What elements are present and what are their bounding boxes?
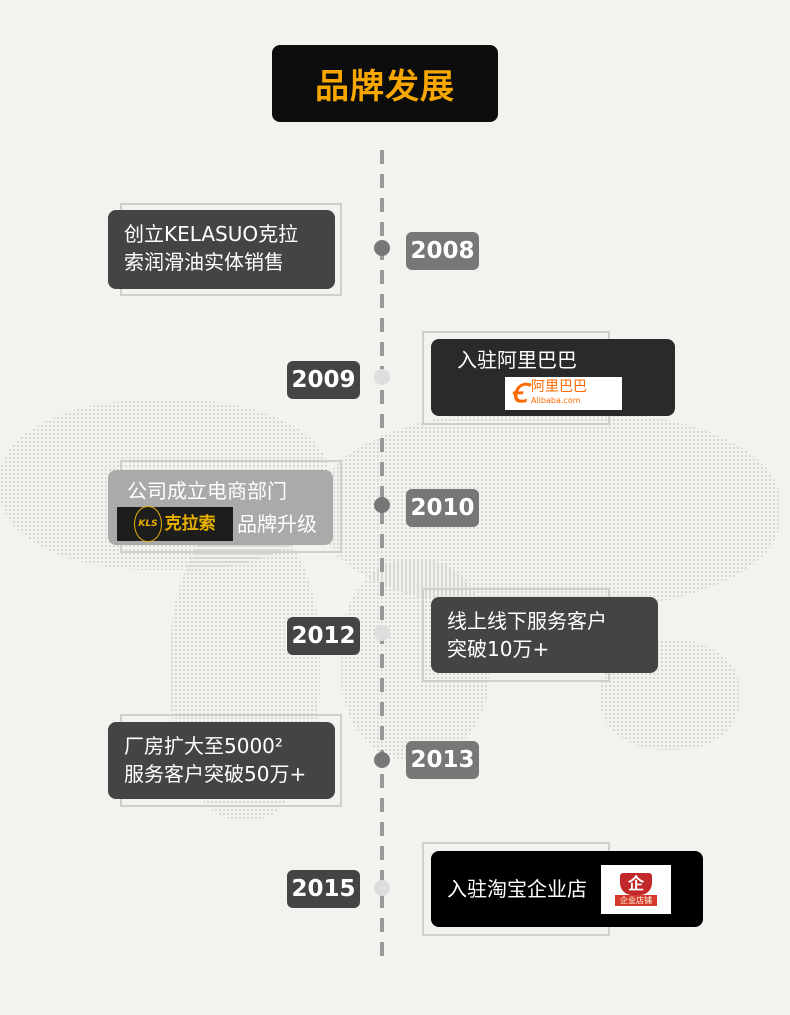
logo-text: Alibaba.com	[531, 395, 581, 405]
timeline-dot	[374, 752, 390, 768]
event-2012-box: 线上线下服务客户突破10万+	[431, 597, 658, 673]
event-text: 入驻淘宝企业店	[447, 877, 587, 901]
event-2008-box: 创立KELASUO克拉索润滑油实体销售	[108, 210, 335, 289]
year-badge: 2012	[287, 617, 360, 655]
timeline-dot	[374, 369, 390, 385]
timeline-line	[380, 150, 384, 958]
event-text: 入驻阿里巴巴	[457, 348, 577, 372]
year-badge: 2015	[287, 870, 360, 908]
event-text: 突破10万+	[447, 637, 550, 661]
event-2015-box: 入驻淘宝企业店 企 企业店铺	[431, 851, 703, 927]
badge-ribbon: 企业店铺	[615, 894, 657, 906]
timeline-dot	[374, 240, 390, 256]
year-badge: 2009	[287, 361, 360, 399]
enterprise-shop-badge: 企 企业店铺	[601, 864, 671, 914]
shield-icon: 企	[620, 872, 652, 895]
timeline-dot	[374, 880, 390, 896]
alibaba-smile-icon: Ꞓ	[511, 378, 527, 409]
event-text: 线上线下服务客户	[447, 609, 607, 633]
event-text: 创立KELASUO克拉	[124, 222, 299, 246]
event-text: 厂房扩大至5000²	[124, 734, 283, 758]
timeline-dot	[374, 625, 390, 641]
timeline-dot	[374, 497, 390, 513]
event-text: 公司成立电商部门	[127, 479, 287, 503]
event-text: 品牌升级	[237, 512, 317, 536]
year-badge: 2008	[406, 232, 479, 270]
year-badge: 2010	[406, 489, 479, 527]
logo-text: 阿里巴巴	[531, 378, 587, 395]
year-badge: 2013	[406, 741, 479, 779]
event-text: 服务客户突破50万+	[124, 762, 307, 786]
event-text: 索润滑油实体销售	[124, 250, 284, 274]
page-title: 品牌发展	[272, 45, 498, 122]
event-2013-box: 厂房扩大至5000² 服务客户突破50万+	[108, 722, 335, 799]
